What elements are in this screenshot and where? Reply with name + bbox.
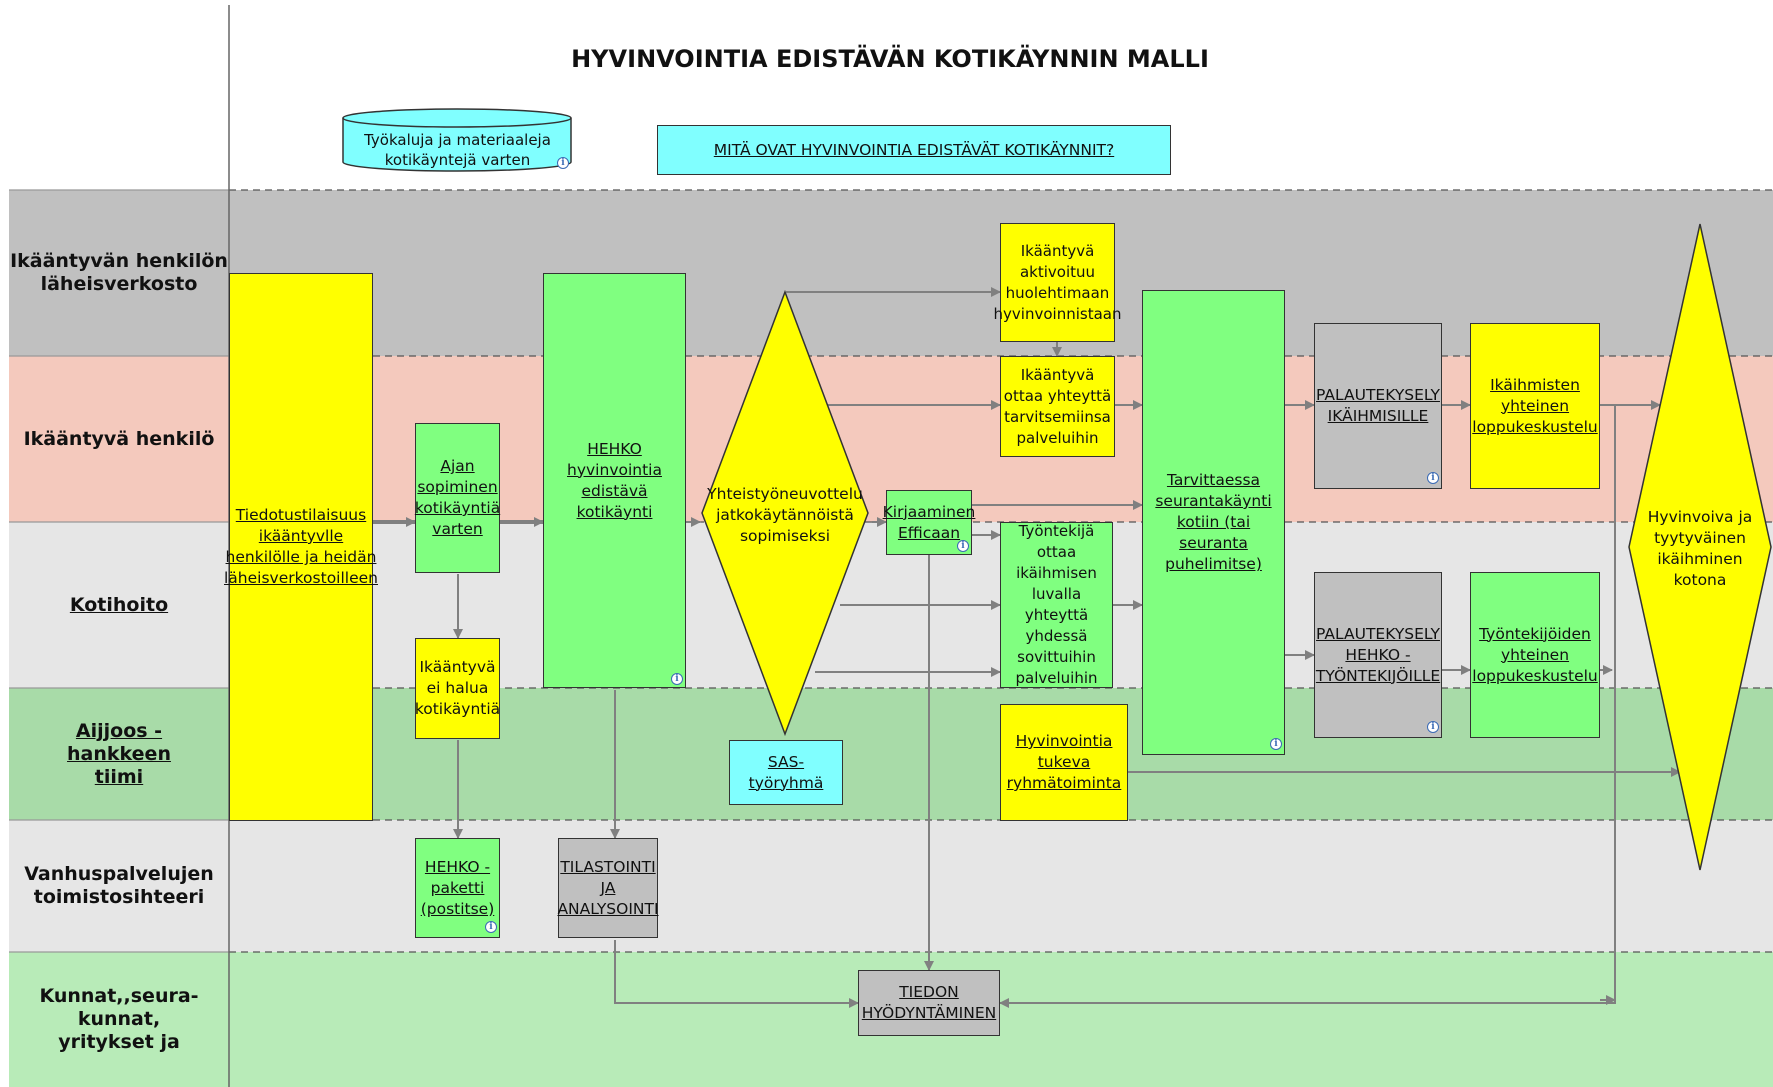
elderly-final-discussion-text[interactable]: Ikäihmisten yhteinen loppukeskustelu: [1472, 375, 1598, 436]
outcome-diamond-shape: [1628, 223, 1772, 871]
hehko-package-text[interactable]: HEHKO -paketti (postitse): [420, 857, 495, 918]
tools-materials-link[interactable]: Työkaluja ja materiaaleja kotikäyntejä v…: [350, 128, 565, 172]
knowledge-use-text[interactable]: TIEDON HYÖDYNTÄMINEN: [861, 983, 997, 1022]
no-visit-text: Ikääntyvä ei halua kotikäyntiä: [414, 658, 501, 718]
contacts-services-box: Ikääntyvä ottaa yhteyttä tarvitsemiinsa …: [1000, 356, 1115, 457]
lane-label-text[interactable]: Kotihoito: [69, 593, 169, 616]
sas-group-text[interactable]: SAS-työryhmä: [748, 752, 824, 792]
info-icon[interactable]: i: [957, 540, 969, 552]
activates-box: Ikääntyvä aktivoituu huolehtimaan hyvinv…: [994, 223, 1121, 342]
feedback-workers-box[interactable]: PALAUTEKYSELY HEHKO -TYÖNTEKIJÖILLE: [1314, 572, 1442, 738]
knowledge-use-box[interactable]: TIEDON HYÖDYNTÄMINEN: [858, 970, 1000, 1036]
hehko-visit-box[interactable]: HEHKO hyvinvointia edistävä kotikäynti: [543, 273, 686, 688]
cooperation-diamond-shape: [701, 290, 869, 736]
appointment-text[interactable]: Ajan sopiminen kotikäyntiä varten: [414, 457, 501, 538]
info-icon[interactable]: i: [1427, 472, 1439, 484]
info-icon[interactable]: i: [557, 157, 569, 169]
feedback-elderly-text[interactable]: PALAUTEKYSELY IKÄIHMISILLE: [1316, 386, 1440, 425]
lane-label-team[interactable]: Aijjoos -hankkeen tiimi: [9, 688, 229, 820]
info-icon[interactable]: i: [671, 673, 683, 685]
contacts-services-text: Ikääntyvä ottaa yhteyttä tarvitsemiinsa …: [1003, 365, 1112, 447]
follow-up-box[interactable]: Tarvittaessa seurantakäynti kotiin (tai …: [1142, 290, 1285, 755]
page-title: HYVINVOINTIA EDISTÄVÄN KOTIKÄYNNIN MALLI: [571, 45, 1209, 73]
appointment-box[interactable]: Ajan sopiminen kotikäyntiä varten: [415, 423, 500, 573]
lane-label-homecare[interactable]: Kotihoito: [9, 522, 229, 688]
what-are-visits-text[interactable]: MITÄ OVAT HYVINVOINTIA EDISTÄVÄT KOTIKÄY…: [713, 140, 1115, 159]
lane-label-network: Ikääntyvän henkilön läheisverkosto: [9, 190, 229, 356]
lane-label-municipalities: Kunnat,,seura-kunnat, yritykset ja: [9, 952, 229, 1087]
statistics-box[interactable]: TILASTOINTI JA ANALYSOINTI: [557, 838, 659, 938]
info-icon[interactable]: i: [1427, 721, 1439, 733]
activates-text: Ikääntyvä aktivoituu huolehtimaan hyvinv…: [993, 241, 1122, 323]
workers-final-discussion-text[interactable]: Työntekijöiden yhteinen loppukeskustelu: [1472, 624, 1598, 685]
info-icon[interactable]: i: [1270, 738, 1282, 750]
no-visit-box: Ikääntyvä ei halua kotikäyntiä: [415, 638, 500, 739]
tools-materials-text[interactable]: Työkaluja ja materiaaleja kotikäyntejä v…: [364, 131, 551, 169]
worker-contacts-text: Työntekijä ottaa ikäihmisen luvalla yhte…: [1015, 522, 1098, 687]
lane-label-secretary: Vanhuspalvelujen toimistosihteeri: [9, 820, 229, 952]
group-activity-box[interactable]: Hyvinvointia tukeva ryhmätoiminta: [1000, 704, 1128, 821]
lane-label-text: Vanhuspalvelujen toimistosihteeri: [24, 863, 214, 908]
feedback-elderly-box[interactable]: PALAUTEKYSELY IKÄIHMISILLE: [1314, 323, 1442, 489]
worker-contacts-box: Työntekijä ottaa ikäihmisen luvalla yhte…: [1000, 522, 1113, 688]
lane-label-text[interactable]: Aijjoos -hankkeen tiimi: [67, 719, 171, 788]
elderly-final-discussion-box[interactable]: Ikäihmisten yhteinen loppukeskustelu: [1470, 323, 1600, 489]
efficaan-text[interactable]: Kirjaaminen Efficaan: [882, 502, 976, 542]
sas-group-box[interactable]: SAS-työryhmä: [729, 740, 843, 805]
group-activity-text[interactable]: Hyvinvointia tukeva ryhmätoiminta: [1006, 732, 1122, 792]
info-session-text[interactable]: Tiedotustilaisuus ikääntyvlle henkilölle…: [224, 506, 378, 587]
tools-cylinder-shape: [342, 108, 572, 172]
outcome-decision: Hyvinvoiva ja tyytyväinen ikäihminen kot…: [1640, 505, 1760, 593]
cooperation-decision: Yhteistyöneuvottelu jatkokäytännöistä so…: [707, 480, 863, 550]
lane-label-text: Ikääntyvä henkilö: [23, 427, 215, 450]
lane-label-text: Kunnat,,seura-kunnat, yritykset ja: [39, 985, 199, 1053]
outcome-text: Hyvinvoiva ja tyytyväinen ikäihminen kot…: [1647, 508, 1753, 589]
info-icon[interactable]: i: [485, 921, 497, 933]
what-are-visits-link[interactable]: MITÄ OVAT HYVINVOINTIA EDISTÄVÄT KOTIKÄY…: [657, 125, 1171, 175]
follow-up-text[interactable]: Tarvittaessa seurantakäynti kotiin (tai …: [1155, 471, 1272, 573]
statistics-text[interactable]: TILASTOINTI JA ANALYSOINTI: [557, 857, 659, 918]
cooperation-text: Yhteistyöneuvottelu jatkokäytännöistä so…: [707, 484, 863, 545]
lane-bg-secretary: [9, 820, 1773, 952]
hehko-package-box[interactable]: HEHKO -paketti (postitse): [415, 838, 500, 938]
workers-final-discussion-box[interactable]: Työntekijöiden yhteinen loppukeskustelu: [1470, 572, 1600, 738]
info-session-box[interactable]: Tiedotustilaisuus ikääntyvlle henkilölle…: [224, 273, 378, 821]
lane-label-text: Ikääntyvän henkilön läheisverkosto: [10, 250, 228, 295]
feedback-workers-text[interactable]: PALAUTEKYSELY HEHKO -TYÖNTEKIJÖILLE: [1315, 624, 1441, 685]
hehko-visit-text[interactable]: HEHKO hyvinvointia edistävä kotikäynti: [567, 439, 662, 521]
lane-label-elderly: Ikääntyvä henkilö: [9, 356, 229, 522]
